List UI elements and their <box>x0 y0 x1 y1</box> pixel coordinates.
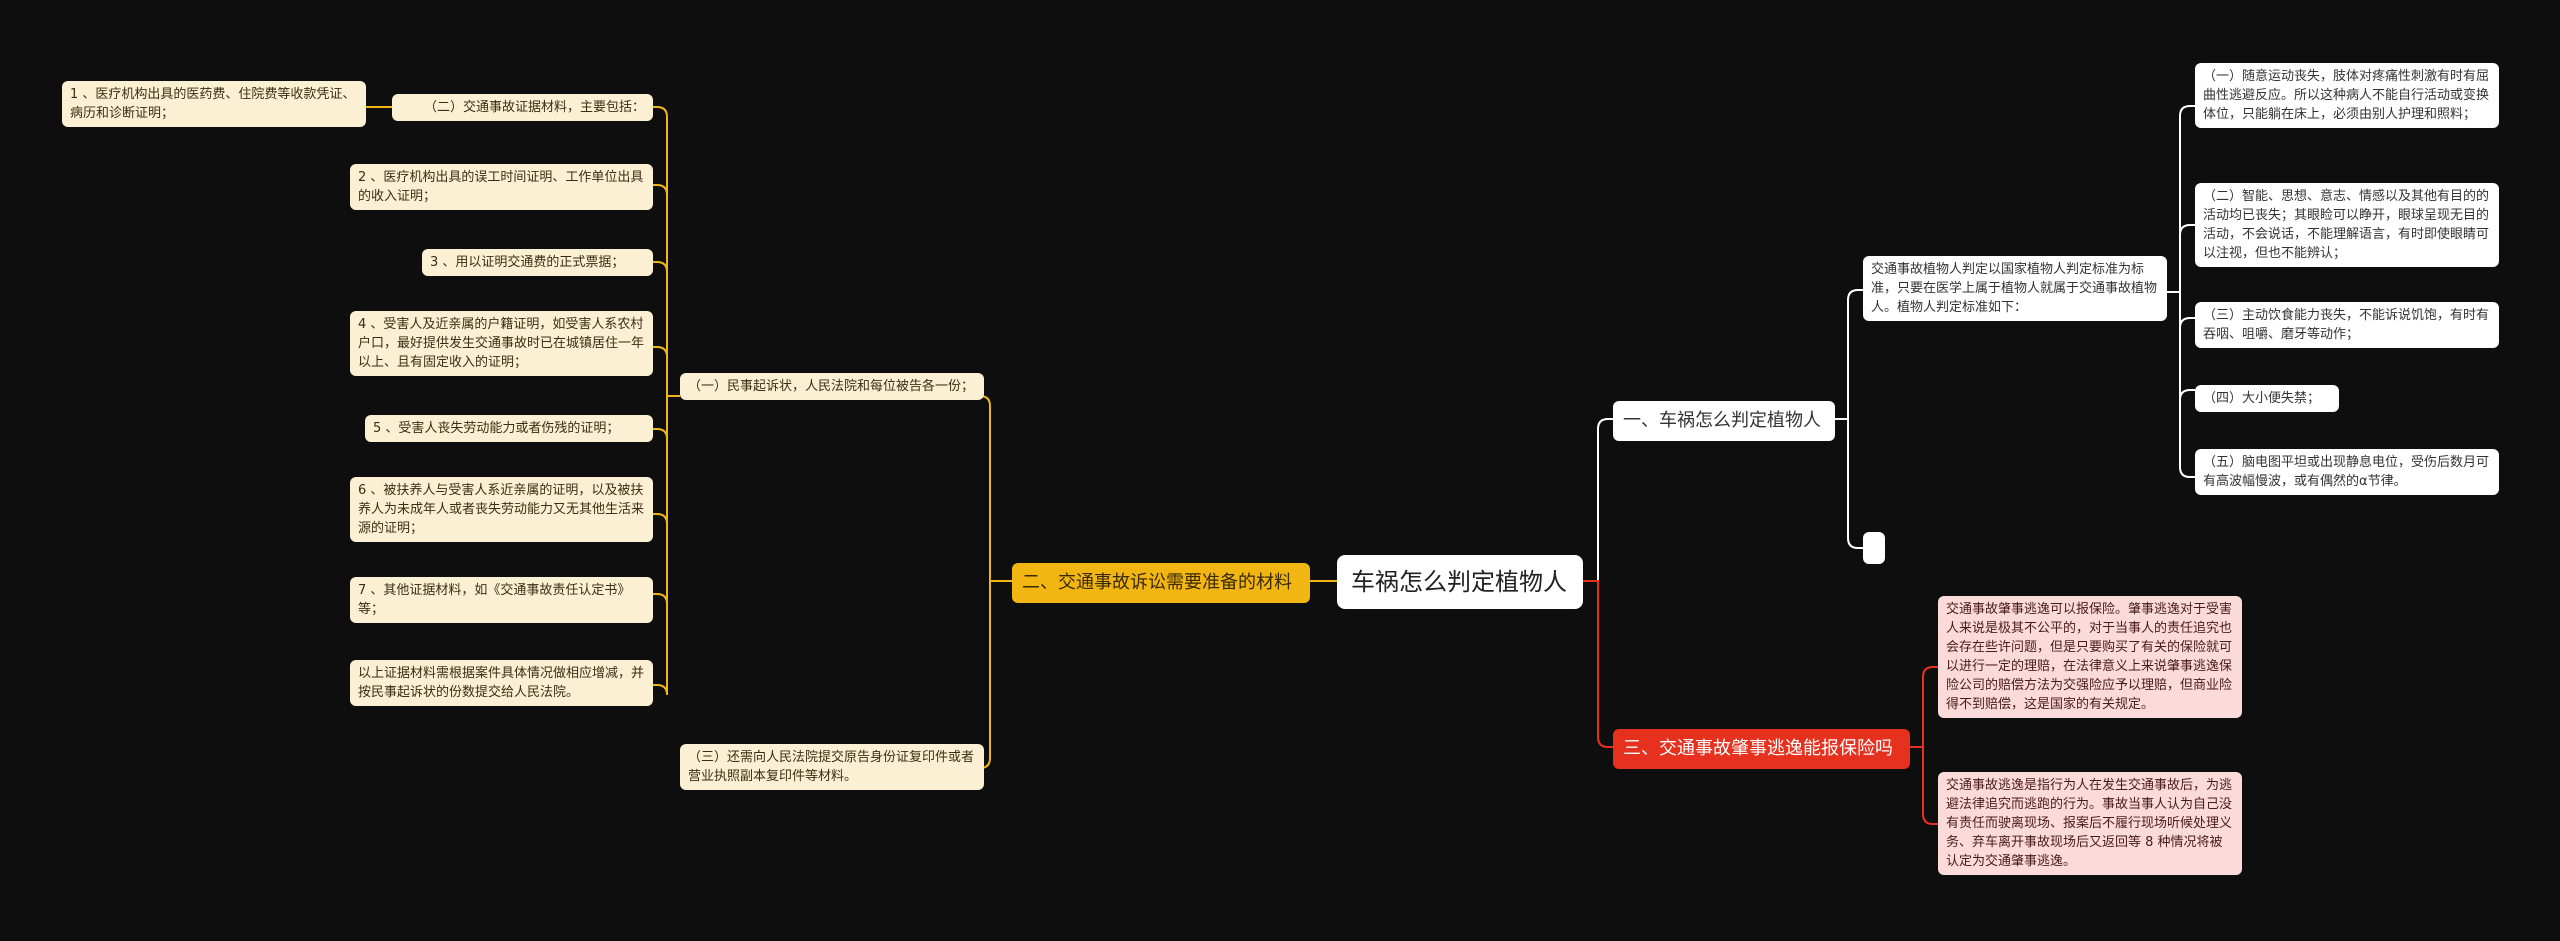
branch-node-hit-and-run-insurance[interactable]: 三、交通事故肇事逃逸能报保险吗 <box>1613 729 1910 769</box>
leaf-empty[interactable] <box>1863 532 1885 564</box>
leaf-criterion-2[interactable]: （二）智能、思想、意志、情感以及其他有目的的活动均已丧失；其眼睑可以睁开，眼球呈… <box>2195 183 2499 267</box>
sub-node-copies[interactable]: （三）还需向人民法院提交原告身份证复印件或者营业执照副本复印件等材料。 <box>680 744 984 790</box>
leaf-lost-work-proof[interactable]: 2 、医疗机构出具的误工时间证明、工作单位出具的收入证明； <box>350 164 653 210</box>
leaf-criterion-5[interactable]: （五）脑电图平坦或出现静息电位，受伤后数月可有高波幅慢波，或有偶然的α节律。 <box>2195 449 2499 495</box>
leaf-criterion-3[interactable]: （三）主动饮食能力丧失，不能诉说饥饱，有时有吞咽、咀嚼、磨牙等动作； <box>2195 302 2499 348</box>
leaf-disability-proof[interactable]: 5 、受害人丧失劳动能力或者伤残的证明； <box>365 415 653 442</box>
leaf-criterion-4[interactable]: （四）大小便失禁； <box>2195 385 2339 412</box>
leaf-household-registration[interactable]: 4 、受害人及近亲属的户籍证明，如受害人系农村户口，最好提供发生交通事故时已在城… <box>350 311 653 376</box>
leaf-hit-and-run-definition[interactable]: 交通事故逃逸是指行为人在发生交通事故后，为逃避法律追究而逃跑的行为。事故当事人认… <box>1938 772 2242 875</box>
leaf-criterion-1[interactable]: （一）随意运动丧失，肢体对疼痛性刺激有时有屈曲性逃避反应。所以这种病人不能自行活… <box>2195 63 2499 128</box>
leaf-criteria-intro[interactable]: 交通事故植物人判定以国家植物人判定标准为标准，只要在医学上属于植物人就属于交通事… <box>1863 256 2167 321</box>
leaf-dependent-proof[interactable]: 6 、被扶养人与受害人系近亲属的证明，以及被扶养人为未成年人或者丧失劳动能力又无… <box>350 477 653 542</box>
leaf-medical-receipts[interactable]: 1 、医疗机构出具的医药费、住院费等收款凭证、病历和诊断证明； <box>62 81 366 127</box>
root-node[interactable]: 车祸怎么判定植物人 <box>1337 555 1583 609</box>
branch-node-materials[interactable]: 二、交通事故诉讼需要准备的材料 <box>1012 563 1310 603</box>
root-label: 车祸怎么判定植物人 <box>1351 568 1567 596</box>
leaf-insurance-claim[interactable]: 交通事故肇事逃逸可以报保险。肇事逃逸对于受害人来说是极其不公平的，对于当事人的责… <box>1938 596 2242 718</box>
branch-label: 二、交通事故诉讼需要准备的材料 <box>1022 572 1292 593</box>
leaf-evidence-note[interactable]: 以上证据材料需根据案件具体情况做相应增减，并按民事起诉状的份数提交给人民法院。 <box>350 660 653 706</box>
leaf-evidence-materials[interactable]: （二）交通事故证据材料，主要包括： <box>392 94 653 121</box>
branch-node-vegetative-criteria[interactable]: 一、车祸怎么判定植物人 <box>1613 401 1835 441</box>
leaf-transport-receipts[interactable]: 3 、用以证明交通费的正式票据； <box>422 249 653 276</box>
sub-node-complaint[interactable]: （一）民事起诉状，人民法院和每位被告各一份； <box>680 373 984 400</box>
leaf-other-evidence[interactable]: 7 、其他证据材料，如《交通事故责任认定书》等； <box>350 577 653 623</box>
